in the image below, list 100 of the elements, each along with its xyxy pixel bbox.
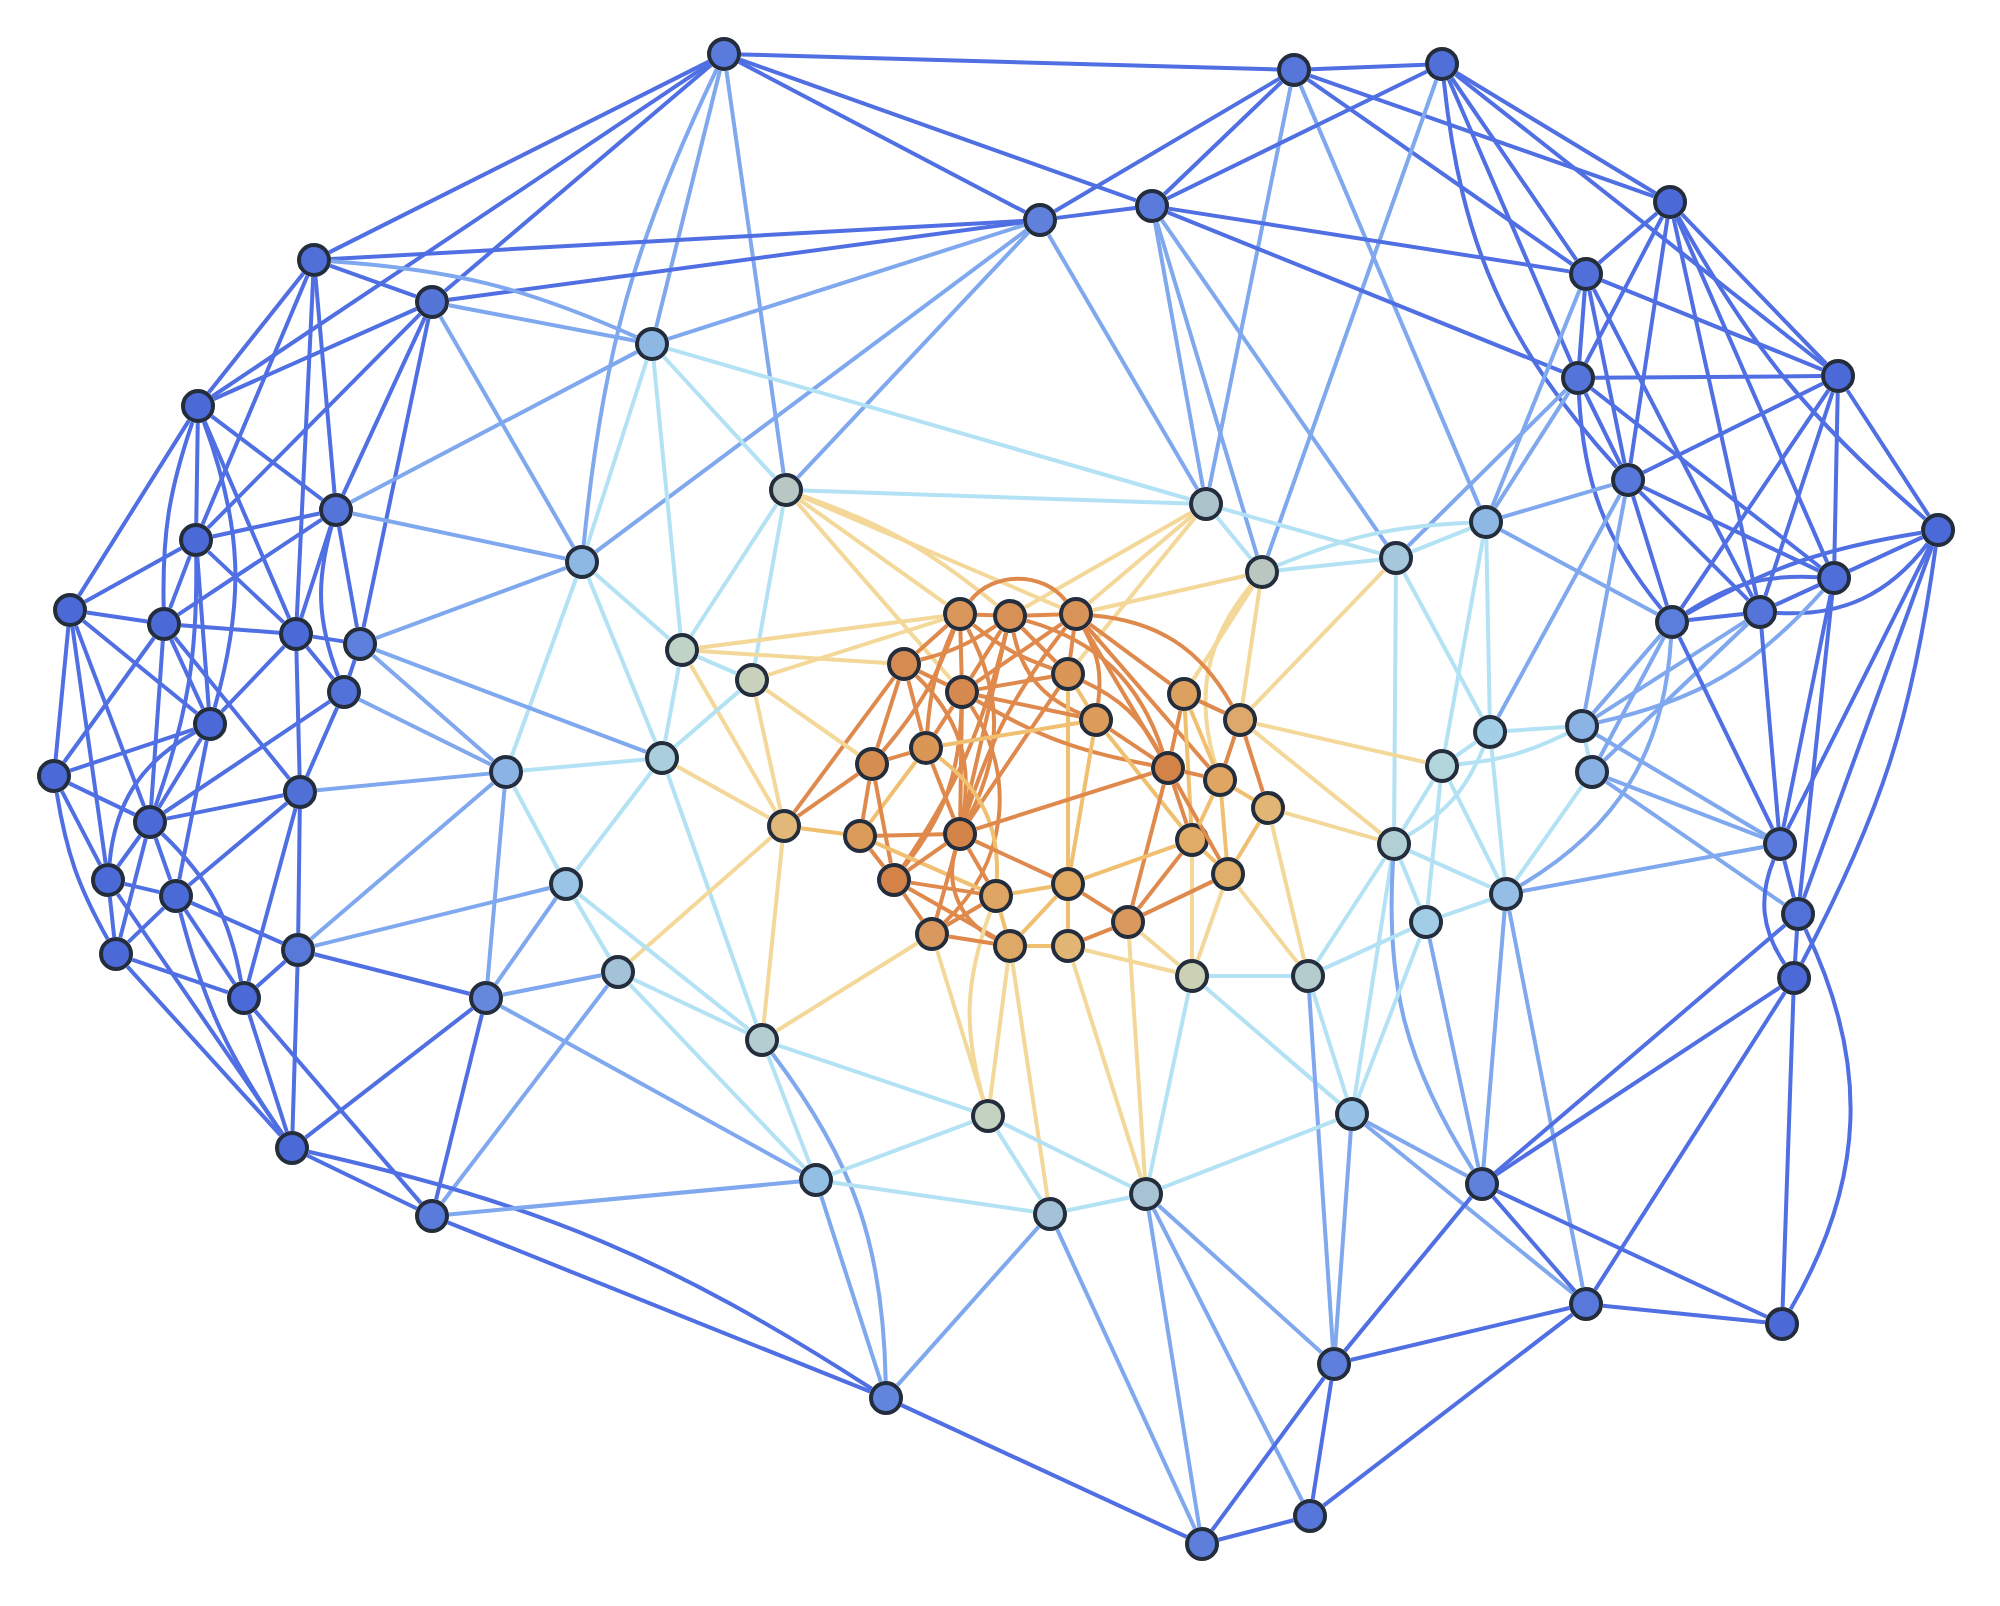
network-node <box>1135 189 1169 223</box>
network-node <box>227 981 261 1015</box>
network-node <box>1425 47 1460 81</box>
network-node <box>1781 897 1816 931</box>
network-node <box>843 819 877 853</box>
network-node <box>1655 605 1690 639</box>
network-node <box>565 545 599 579</box>
network-node <box>1111 905 1145 939</box>
network-node <box>707 36 741 71</box>
network-node <box>993 929 1027 963</box>
network-node <box>943 597 977 631</box>
network-node <box>1059 597 1093 631</box>
network-node <box>1051 657 1085 691</box>
network-node <box>979 879 1013 913</box>
network-node <box>1569 257 1604 291</box>
network-node <box>1469 505 1503 539</box>
network-node <box>37 759 71 793</box>
network-node <box>469 981 503 1015</box>
network-node <box>179 523 213 557</box>
network-node <box>297 243 331 277</box>
network-node <box>1763 827 1797 861</box>
network-node <box>1561 361 1595 395</box>
network-node <box>601 955 635 989</box>
network-node <box>1335 1097 1369 1131</box>
network-node <box>1317 1347 1352 1381</box>
network-node <box>877 863 911 897</box>
network-node <box>735 663 769 697</box>
network-node <box>1409 905 1444 939</box>
network-node <box>869 1381 903 1415</box>
network-node <box>99 937 133 971</box>
network-node <box>1277 53 1311 87</box>
network-node <box>1251 791 1285 825</box>
network-node <box>1653 185 1687 219</box>
network-node <box>1129 1177 1163 1211</box>
network-node <box>549 867 583 901</box>
network-node <box>665 633 699 667</box>
network-node <box>283 775 317 809</box>
network-node <box>1575 755 1609 789</box>
network-node <box>91 863 125 897</box>
network-node <box>1023 203 1057 237</box>
network-node <box>1185 1527 1219 1561</box>
network-node <box>915 917 949 951</box>
network-node <box>1921 513 1956 547</box>
network-node <box>133 805 167 839</box>
network-node <box>1565 709 1599 743</box>
network-node <box>1223 703 1257 737</box>
network-node <box>275 1131 309 1165</box>
network-node <box>181 389 215 423</box>
network-node <box>343 627 377 661</box>
network-node <box>1743 595 1778 629</box>
network-node <box>993 599 1027 633</box>
network-node <box>1151 751 1185 785</box>
network-node <box>1051 867 1085 901</box>
network-node <box>1489 877 1524 911</box>
network-node <box>1293 1499 1327 1533</box>
network-node <box>1817 561 1851 595</box>
network-node <box>1569 1287 1604 1321</box>
network-node <box>799 1163 833 1197</box>
network-node <box>635 327 669 361</box>
network-node <box>193 707 227 741</box>
network-node <box>1291 959 1325 993</box>
network-node <box>319 493 353 527</box>
network-node <box>53 593 87 627</box>
network-node <box>1079 703 1113 737</box>
network-node <box>1245 555 1279 589</box>
network-node <box>1377 827 1411 861</box>
network-node <box>279 617 313 651</box>
network-node <box>1379 541 1414 575</box>
network-node <box>645 741 679 775</box>
network-node <box>327 675 361 709</box>
network-node <box>1465 1167 1499 1201</box>
network-node <box>1167 677 1201 711</box>
network-node <box>767 809 801 843</box>
network-node <box>1473 715 1507 749</box>
network-node <box>1175 823 1209 857</box>
network-node <box>909 731 943 765</box>
network-node <box>943 817 977 851</box>
network-node <box>1203 763 1237 797</box>
network-node <box>415 285 449 319</box>
network-node <box>1189 487 1223 521</box>
network-node <box>1425 749 1460 783</box>
network-node <box>1777 961 1812 995</box>
network-node <box>1211 857 1245 891</box>
network-node <box>159 879 193 913</box>
network-node <box>1175 959 1209 993</box>
network-node <box>1051 929 1085 963</box>
network-node <box>887 647 921 681</box>
network-node <box>415 1199 449 1233</box>
network-node <box>1033 1197 1067 1231</box>
network-node <box>745 1023 779 1057</box>
network-node <box>855 747 889 781</box>
network-node <box>1611 463 1646 497</box>
network-node <box>281 933 315 967</box>
network-node <box>971 1099 1005 1133</box>
network-node <box>1765 1307 1800 1341</box>
network-node <box>769 473 803 507</box>
network-node <box>489 755 523 789</box>
network-node <box>945 675 979 709</box>
network-node <box>1821 359 1855 393</box>
network-node <box>147 607 181 641</box>
